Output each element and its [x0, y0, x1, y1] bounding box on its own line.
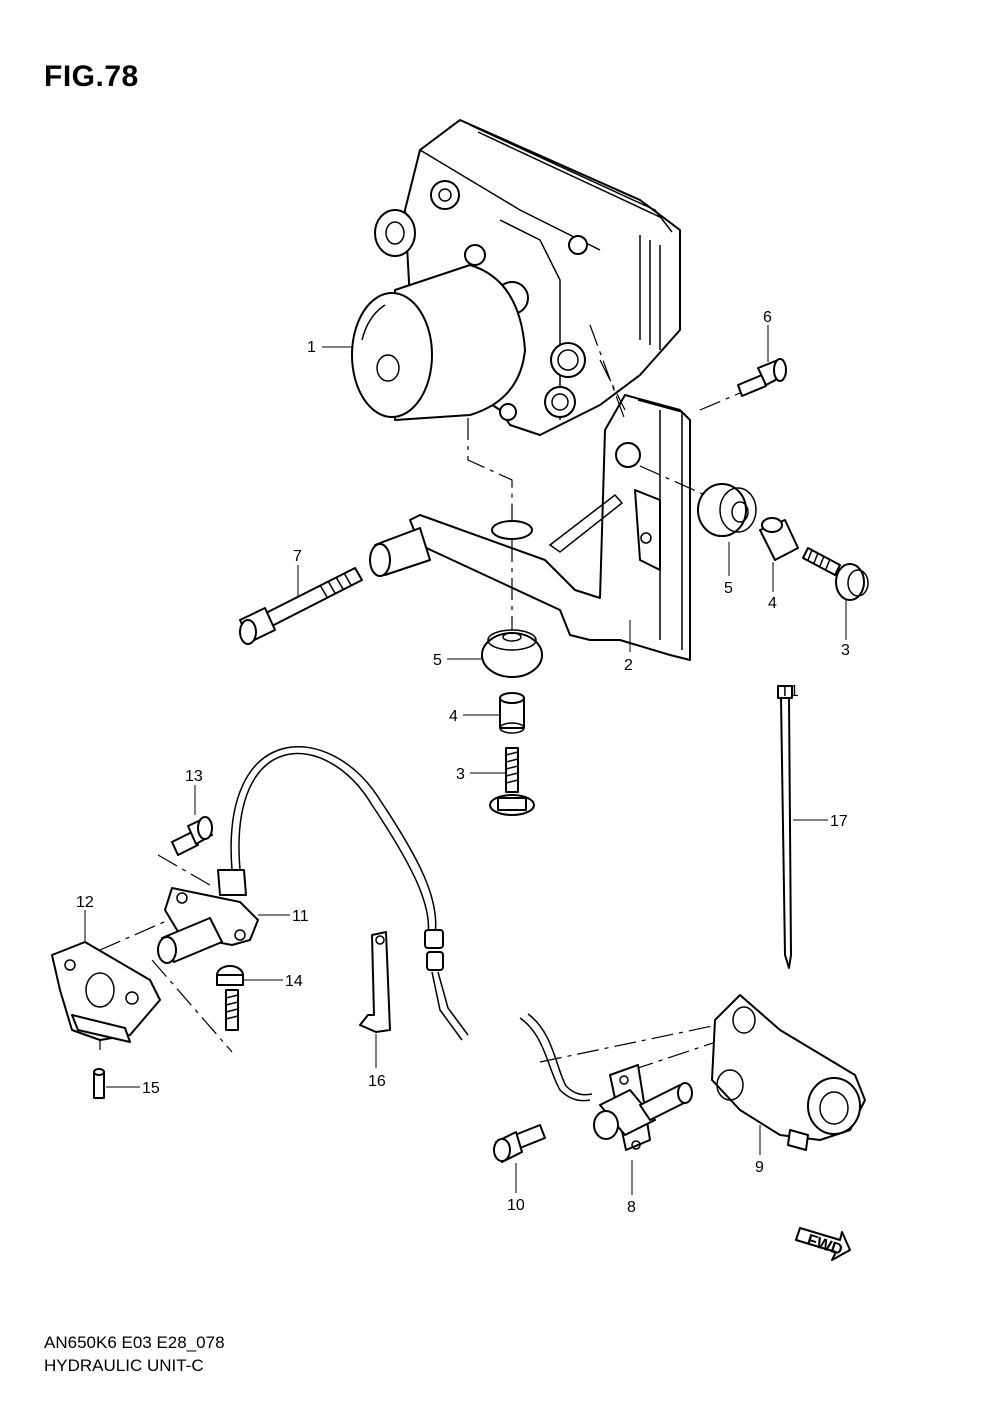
long-bolt-part-7 — [239, 567, 363, 645]
bolt-part-3-lower — [489, 747, 535, 816]
figure-name: HYDRAULIC UNIT-C — [44, 1356, 204, 1375]
collar-part-4-lower — [499, 692, 525, 734]
grommet-part-5-lower — [481, 629, 543, 678]
pin-part-15 — [93, 1068, 105, 1099]
bracket-part-2 — [369, 394, 691, 661]
callout-16: 16 — [368, 1073, 386, 1090]
bolt-part-3-right — [802, 547, 869, 601]
callout-14: 14 — [285, 973, 303, 990]
bolt-part-14 — [216, 965, 244, 1031]
sensor-cable — [230, 745, 469, 1041]
callout-6: 6 — [763, 309, 772, 326]
clamp-part-16 — [359, 931, 391, 1033]
assembly-lines — [99, 324, 741, 1071]
callout-5-right: 5 — [724, 580, 733, 597]
speed-sensor-part-8 — [519, 1013, 693, 1151]
collar-part-4-right — [759, 517, 799, 561]
callout-5-lower: 5 — [433, 652, 442, 669]
callout-10: 10 — [507, 1197, 525, 1214]
callout-17: 17 — [830, 813, 848, 830]
bolt-part-10 — [493, 1124, 546, 1163]
forward-arrow-icon: FWD — [795, 1227, 851, 1261]
speed-sensor-part-11 — [157, 869, 259, 964]
bolt-part-13 — [171, 816, 213, 856]
hydraulic-unit-part-1 — [351, 119, 681, 436]
sensor-bracket-part-9 — [711, 994, 866, 1151]
callout-3-lower: 3 — [456, 766, 465, 783]
callout-8: 8 — [627, 1199, 636, 1216]
grommet-part-5-right — [697, 483, 757, 537]
callout-4-right: 4 — [768, 595, 777, 612]
figure-code: AN650K6 E03 E28_078 — [44, 1333, 225, 1352]
figure-title: FIG.78 — [44, 60, 139, 93]
callout-9: 9 — [755, 1159, 764, 1176]
callout-15: 15 — [142, 1080, 160, 1097]
leader-lines — [84, 325, 847, 1195]
callout-1: 1 — [307, 339, 316, 356]
sensor-bracket-part-12 — [51, 941, 161, 1043]
callout-7: 7 — [293, 548, 302, 565]
callout-3-right: 3 — [841, 642, 850, 659]
callout-13: 13 — [185, 768, 203, 785]
forward-arrow-label: FWD — [805, 1232, 845, 1259]
callout-2: 2 — [624, 657, 633, 674]
callout-12: 12 — [76, 894, 94, 911]
callout-numbers: 1 2 3 3 4 4 5 5 6 7 8 9 10 11 12 13 14 1… — [76, 309, 850, 1216]
callout-4-lower: 4 — [449, 708, 458, 725]
bolt-part-6 — [737, 358, 787, 397]
cable-tie-part-17: T1 — [777, 683, 799, 969]
cable-tie-tag-text: T1 — [780, 683, 799, 700]
callout-11: 11 — [292, 908, 309, 925]
